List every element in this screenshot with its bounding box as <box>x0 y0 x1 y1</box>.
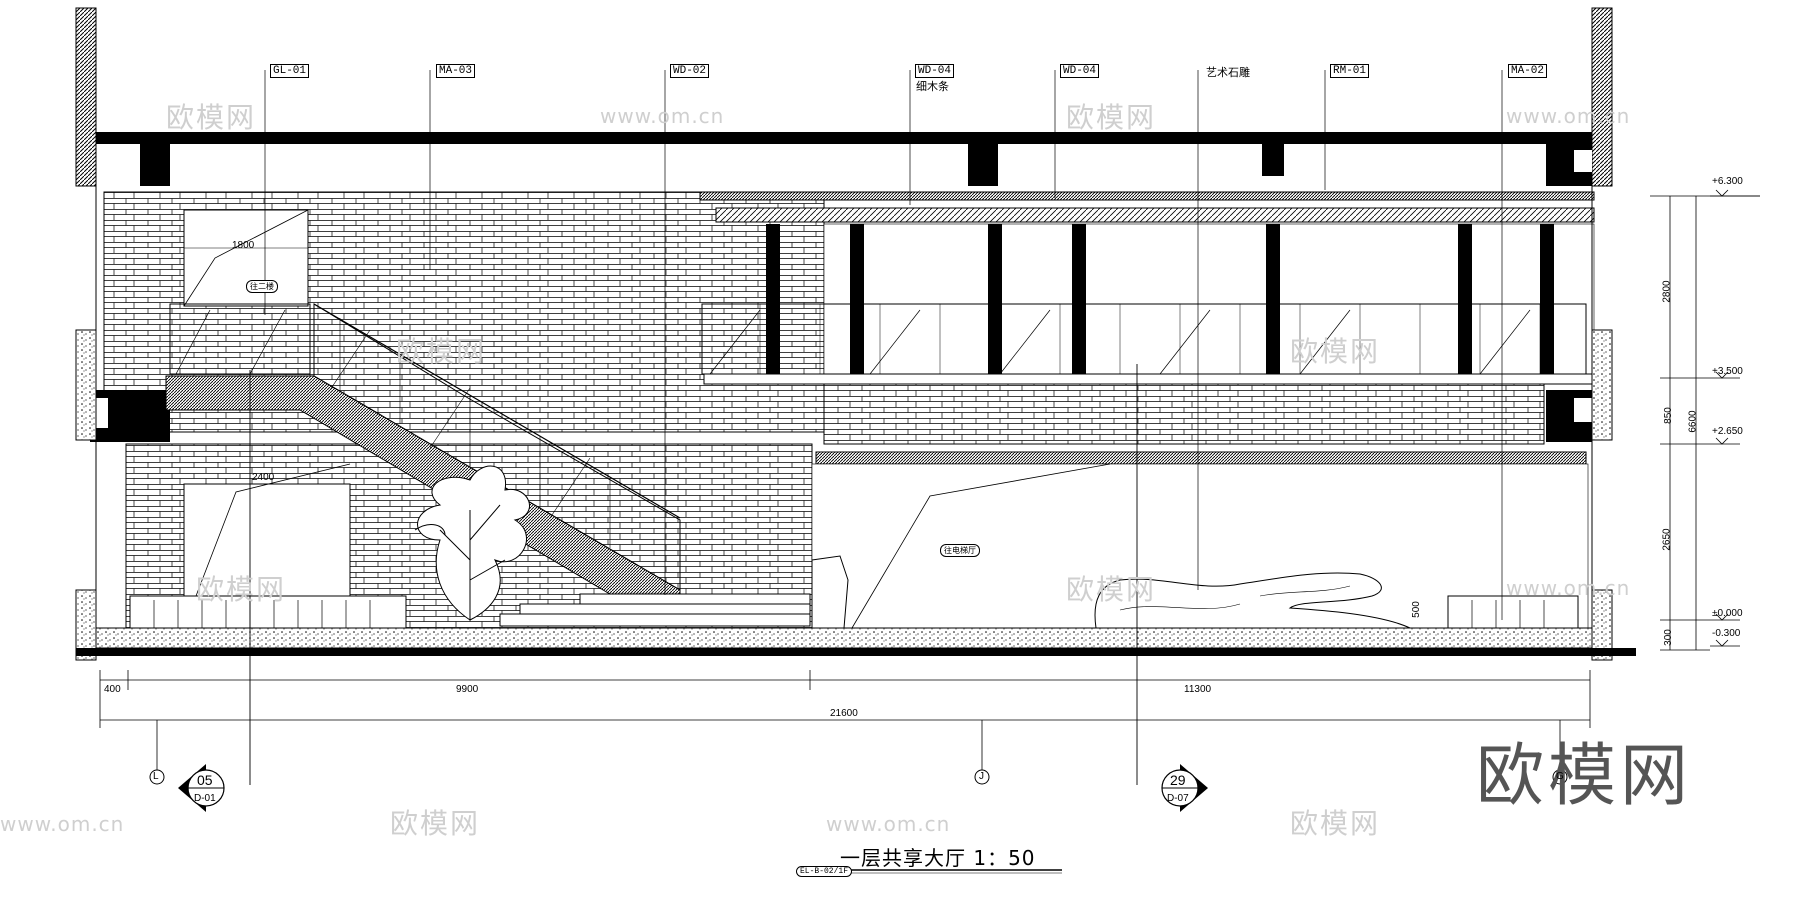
section-number-05: 05 <box>197 772 213 788</box>
top-slab <box>96 132 1592 144</box>
plant <box>414 465 530 621</box>
watermark-brand: 欧模网 <box>166 101 257 134</box>
drawing-title: 一层共享大厅 1：50 <box>840 846 1036 870</box>
watermark-url: www.om.cn <box>0 812 125 836</box>
corner-logo: 欧模网 <box>1476 737 1693 816</box>
material-tag-art-stone: 艺术石雕 <box>1206 66 1250 79</box>
dim-vertical-2650: 2650 <box>1661 528 1673 551</box>
dim-opening-bottom: 2400 <box>252 472 275 483</box>
dim-vertical-2800: 2800 <box>1661 280 1673 303</box>
dim-total: 21600 <box>830 708 858 719</box>
material-note-wood-strips: 细木条 <box>916 80 949 93</box>
level-2650: +2.650 <box>1712 426 1743 437</box>
watermark-url: www.om.cn <box>826 812 951 836</box>
section-symbol-29 <box>1161 764 1208 812</box>
dim-bottom-9900: 9900 <box>456 684 479 695</box>
watermark-brand: 欧模网 <box>390 807 481 840</box>
dim-bottom-11300: 11300 <box>1184 684 1212 695</box>
watermark-url: www.om.cn <box>600 104 725 128</box>
watermark-url: www.om.cn <box>1506 576 1631 600</box>
watermark-brand: 欧模网 <box>1290 807 1381 840</box>
section-ref-d07: D-07 <box>1167 793 1189 804</box>
material-tag-gl01: GL-01 <box>270 64 310 78</box>
left-wall <box>75 7 97 187</box>
material-tag-ma03: MA-03 <box>436 64 476 78</box>
watermark-brand: 欧模网 <box>1290 335 1381 368</box>
section-symbol-05 <box>178 764 225 812</box>
dim-opening-top: 1800 <box>232 240 255 251</box>
floor-slab <box>76 648 1636 656</box>
drawing-code: EL-B-02/1F <box>796 866 853 877</box>
dim-bottom-400: 400 <box>104 684 121 695</box>
material-tag-wd02: WD-02 <box>670 64 710 78</box>
level-0000: ±0.000 <box>1712 608 1743 619</box>
columns <box>766 224 1554 376</box>
level-6300: +6.300 <box>1712 176 1743 187</box>
dim-small-bottom: 500 <box>1410 601 1422 618</box>
watermark-brand: 欧模网 <box>196 573 287 606</box>
room-label-to-elevator-hall: 往电梯厅 <box>940 544 980 557</box>
grid-axis-l: L <box>153 771 159 782</box>
grid-axis-j: J <box>979 771 984 782</box>
floor-gravel <box>95 627 1593 649</box>
section-number-29: 29 <box>1170 772 1186 788</box>
section-ref-d01: D-01 <box>194 793 216 804</box>
staircase <box>165 303 681 601</box>
dim-vertical-850: 850 <box>1662 407 1674 424</box>
right-wall <box>1591 7 1613 187</box>
level-minus-0300: -0.300 <box>1712 628 1741 639</box>
level-3500: +3.500 <box>1712 366 1743 377</box>
watermark-brand: 欧模网 <box>1066 573 1157 606</box>
material-tag-wd04b: WD-04 <box>1060 64 1100 78</box>
material-tag-ma02: MA-02 <box>1508 64 1548 78</box>
material-tag-wd04a: WD-04 <box>915 64 955 78</box>
watermark-brand: 欧模网 <box>1066 101 1157 134</box>
dim-vertical-300: 300 <box>1662 629 1674 646</box>
watermark-brand: 欧模网 <box>396 335 487 368</box>
room-label-to-2f: 往二楼 <box>246 280 278 293</box>
material-tag-rm01: RM-01 <box>1330 64 1370 78</box>
grid-axis-g: G <box>1556 771 1564 782</box>
dim-vertical-total: 6600 <box>1687 410 1699 433</box>
watermark-url: www.om.cn <box>1506 104 1631 128</box>
wood-ceiling-band <box>699 191 1595 201</box>
art-stone-sculpture <box>1094 572 1411 629</box>
